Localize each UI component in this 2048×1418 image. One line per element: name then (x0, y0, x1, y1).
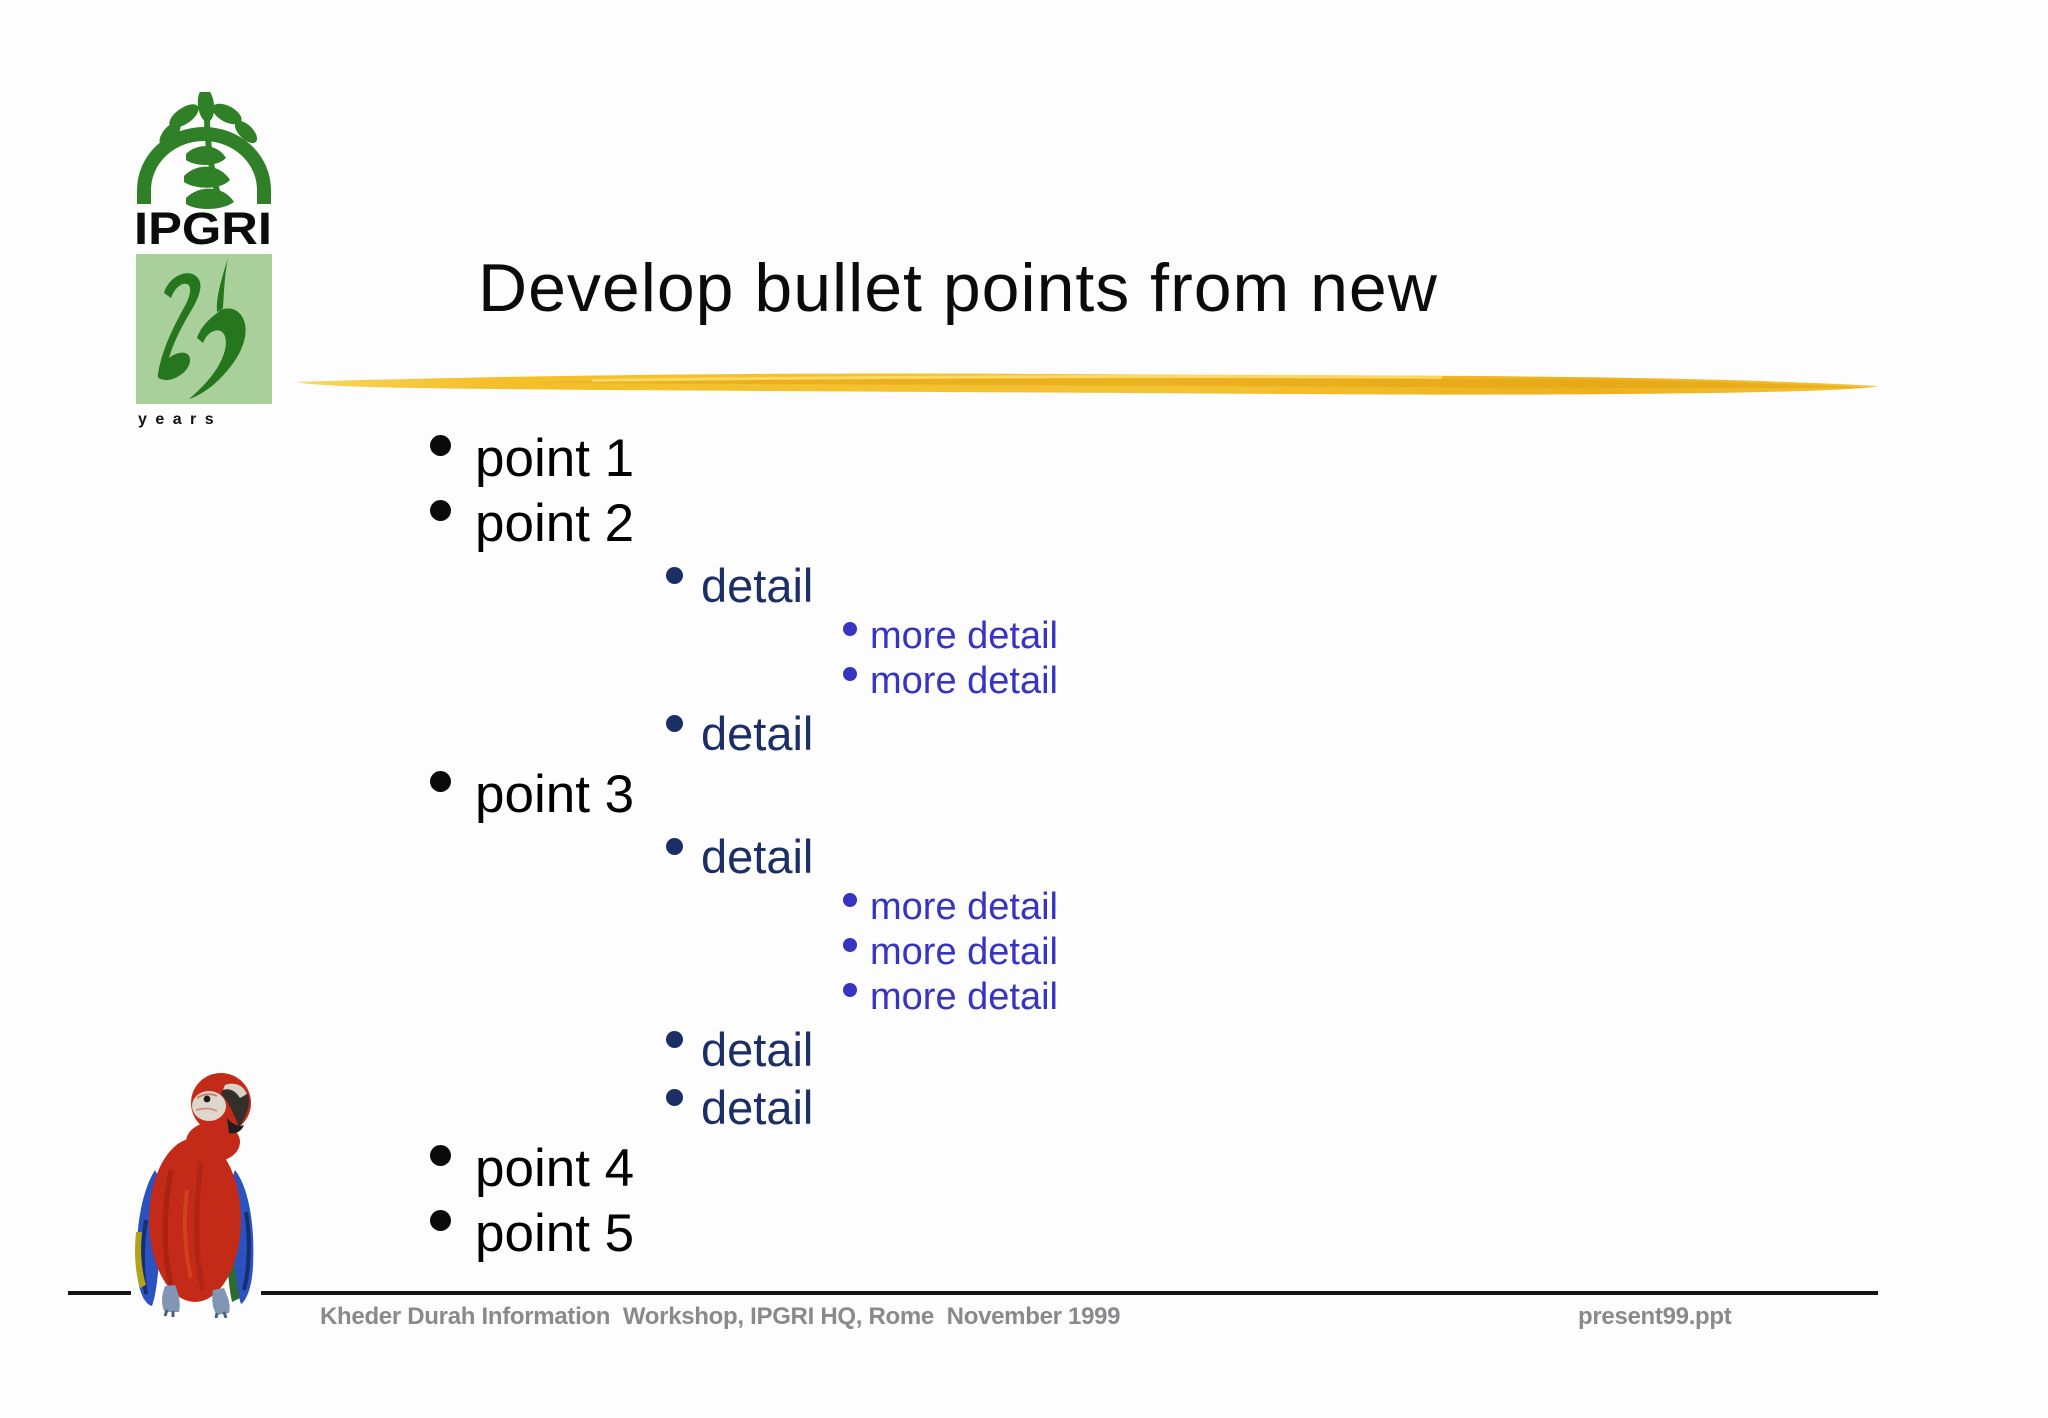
bullet-text: detail (701, 706, 814, 760)
bullet-item: more detail (843, 659, 1400, 704)
logo-arch (137, 127, 271, 204)
footer-divider (68, 1291, 1878, 1295)
bullet-icon (430, 1210, 451, 1231)
bullet-icon (430, 500, 451, 521)
bullet-text: point 4 (475, 1139, 635, 1198)
bullet-item: detail (666, 1078, 1400, 1136)
footer-caption: Kheder Durah Information Workshop, IPGRI… (320, 1303, 1121, 1330)
parrot-graphic (135, 1073, 254, 1319)
bullet-icon (843, 892, 857, 907)
bullet-icon (666, 1030, 683, 1048)
parrot-image (131, 1070, 261, 1319)
bullet-text: detail (701, 1022, 814, 1076)
bullet-item: point 5 (430, 1201, 1400, 1266)
bullet-item: more detail (843, 930, 1400, 975)
footer-filename: present99.ppt (1578, 1303, 1732, 1330)
bullet-item: detail (666, 704, 1400, 762)
bullet-text: more detail (870, 976, 1058, 1018)
logo-org-name: IPGRI (134, 203, 272, 254)
brush-underline (296, 373, 1878, 395)
bullet-icon (666, 566, 683, 584)
bullet-text: more detail (870, 886, 1058, 928)
bullet-icon (666, 837, 683, 855)
bullet-icon (666, 1088, 683, 1106)
bullet-text: detail (701, 1080, 814, 1134)
logo-25-numeral (157, 258, 246, 399)
bullet-item: more detail (843, 975, 1400, 1020)
bullet-icon (430, 771, 451, 792)
bullet-icon (843, 666, 857, 681)
bullet-icon (430, 435, 451, 456)
bullet-item: detail (666, 827, 1400, 885)
bullet-text: point 3 (475, 765, 635, 824)
bullet-item: more detail (843, 614, 1400, 659)
bullet-text: detail (701, 558, 814, 612)
bullet-item: detail (666, 556, 1400, 614)
bullet-item: detail (666, 1020, 1400, 1078)
bullet-text: more detail (870, 931, 1058, 973)
bullet-icon (666, 714, 683, 732)
bullet-text: detail (701, 829, 814, 883)
bullet-text: more detail (870, 615, 1058, 657)
bullet-text: point 2 (475, 494, 635, 553)
bullet-item: point 2 (430, 491, 1400, 556)
ipgri-logo: IPGRI y e a r s (134, 92, 272, 428)
bullet-text: point 1 (475, 429, 635, 488)
logo-years-label: y e a r s (138, 411, 216, 428)
bullet-icon (430, 1145, 451, 1166)
bullet-text: point 5 (475, 1204, 635, 1263)
bullet-icon (843, 937, 857, 952)
bullet-text: more detail (870, 660, 1058, 702)
bullet-icon (843, 621, 857, 636)
bullet-item: point 3 (430, 762, 1400, 827)
bullet-item: point 1 (430, 426, 1400, 491)
bullet-item: more detail (843, 885, 1400, 930)
bullet-icon (843, 982, 857, 997)
bullet-item: point 4 (430, 1136, 1400, 1201)
slide-title: Develop bullet points from new (478, 250, 1438, 326)
logo-plant-icon (159, 92, 258, 209)
